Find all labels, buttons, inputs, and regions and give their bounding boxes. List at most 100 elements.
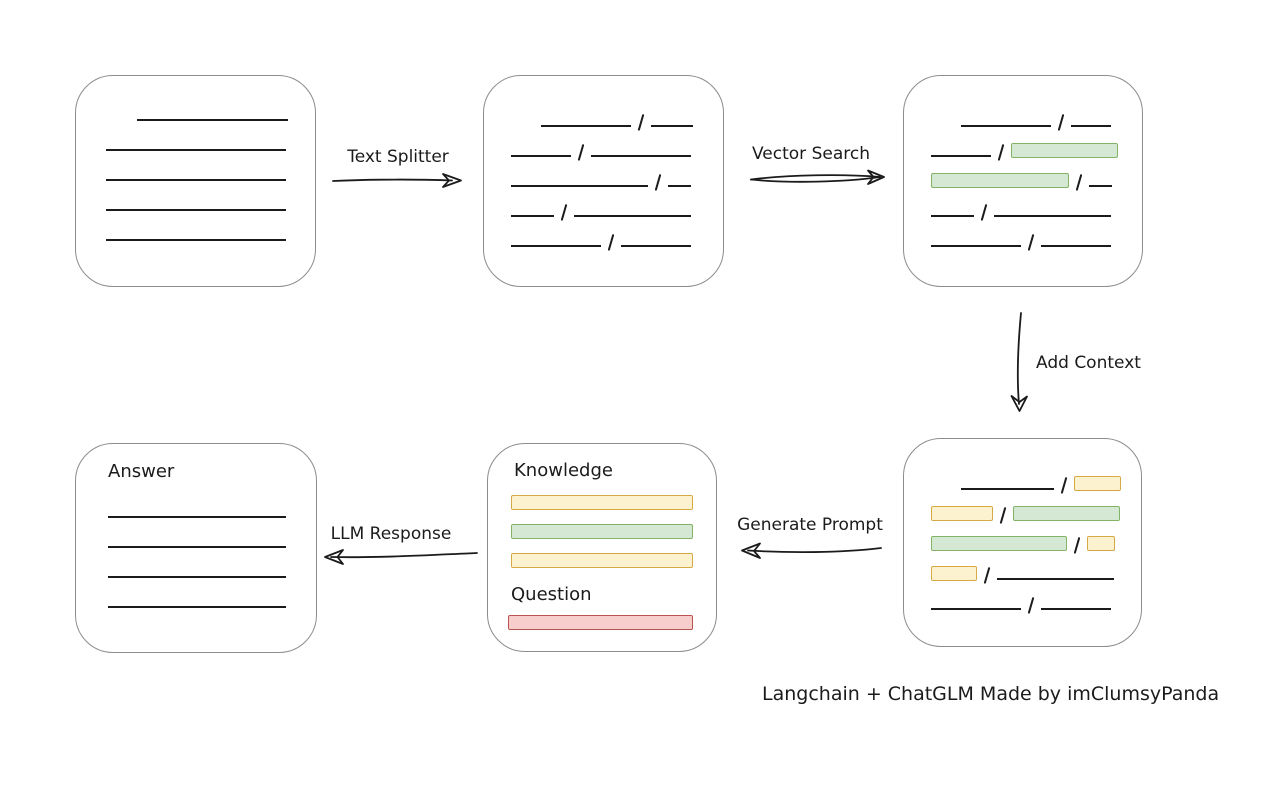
- text-row: [931, 521, 1121, 551]
- add-context-arrow: [1010, 312, 1028, 412]
- slash-separator: [1027, 234, 1036, 251]
- slash-separator: [607, 234, 616, 251]
- knowledge-label: Knowledge: [514, 460, 613, 481]
- text-row: [511, 188, 693, 218]
- text-line: [106, 179, 286, 181]
- text-line: [961, 125, 1051, 127]
- slash-separator: [577, 144, 586, 161]
- green-highlight-bar: [511, 524, 693, 539]
- green-highlight-bar: [931, 536, 1067, 551]
- context-chunks-box: [903, 438, 1142, 647]
- yellow-highlight-bar: [931, 566, 977, 581]
- vector-search-label: Vector Search: [752, 144, 870, 164]
- text-row: [106, 182, 288, 212]
- text-line: [931, 215, 974, 217]
- answer-box: Answer: [75, 443, 317, 653]
- text-row: [508, 602, 693, 630]
- text-line: [511, 185, 648, 187]
- text-line: [997, 578, 1114, 580]
- text-row: [931, 581, 1121, 611]
- text-line: [931, 608, 1021, 610]
- text-row: [511, 539, 693, 568]
- text-line: [108, 516, 286, 518]
- text-line: [108, 606, 286, 608]
- slash-separator: [1060, 477, 1069, 494]
- document-text-rows: [106, 92, 288, 242]
- text-row: [106, 212, 288, 242]
- text-row: [931, 188, 1118, 218]
- text-line: [511, 215, 554, 217]
- red-highlight-bar: [508, 615, 693, 630]
- slash-separator: [637, 114, 646, 131]
- text-row: [931, 128, 1118, 158]
- text-row: [931, 218, 1118, 248]
- text-row: [511, 128, 693, 158]
- text-row: [106, 122, 288, 152]
- yellow-highlight-bar: [1087, 536, 1115, 551]
- slash-separator: [983, 567, 992, 584]
- green-highlight-bar: [1013, 506, 1120, 521]
- text-row: [931, 551, 1121, 581]
- yellow-highlight-bar: [511, 495, 693, 510]
- slash-separator: [654, 174, 663, 191]
- answer-label: Answer: [108, 461, 175, 482]
- text-line: [137, 119, 288, 121]
- text-row: [106, 92, 288, 122]
- text-row: [931, 158, 1118, 188]
- yellow-highlight-bar: [1074, 476, 1121, 491]
- knowledge-bars: [511, 481, 693, 568]
- text-line: [511, 245, 601, 247]
- green-highlight-bar: [931, 173, 1069, 188]
- matched-chunks-box: [903, 75, 1143, 287]
- matched-text-rows: [931, 98, 1118, 248]
- text-line: [106, 149, 286, 151]
- text-row: [108, 549, 286, 579]
- slash-separator: [1075, 174, 1084, 191]
- text-line: [574, 215, 691, 217]
- text-row: [106, 152, 288, 182]
- text-row: [511, 158, 693, 188]
- context-text-rows: [931, 461, 1121, 611]
- text-line: [511, 155, 571, 157]
- text-row: [511, 510, 693, 539]
- text-line: [931, 155, 991, 157]
- llm-response-arrow: [324, 549, 478, 565]
- prompt-box: Knowledge Question: [487, 443, 717, 652]
- text-line: [961, 488, 1054, 490]
- text-line: [1071, 125, 1111, 127]
- slash-separator: [980, 204, 989, 221]
- text-splitter-arrow: [332, 173, 462, 188]
- text-line: [541, 125, 631, 127]
- question-bar: [508, 602, 693, 630]
- slash-separator: [1073, 537, 1082, 554]
- answer-text-rows: [108, 489, 286, 609]
- text-line: [106, 209, 286, 211]
- green-highlight-bar: [1011, 143, 1118, 158]
- text-line: [108, 576, 286, 578]
- text-row: [108, 489, 286, 519]
- text-line: [1041, 245, 1111, 247]
- text-splitter-label: Text Splitter: [347, 147, 449, 167]
- llm-response-label: LLM Response: [330, 524, 452, 544]
- diagram-caption: Langchain + ChatGLM Made by imClumsyPand…: [762, 683, 1220, 705]
- text-line: [108, 546, 286, 548]
- text-line: [931, 245, 1021, 247]
- vector-search-arrow: [750, 169, 885, 185]
- text-line: [668, 185, 691, 187]
- text-line: [591, 155, 691, 157]
- text-row: [511, 98, 693, 128]
- text-line: [106, 239, 286, 241]
- text-row: [931, 491, 1121, 521]
- text-row: [931, 98, 1118, 128]
- yellow-highlight-bar: [931, 506, 993, 521]
- text-row: [931, 461, 1121, 491]
- text-line: [651, 125, 693, 127]
- yellow-highlight-bar: [511, 553, 693, 568]
- slash-separator: [997, 144, 1006, 161]
- split-chunks-box: [483, 75, 724, 287]
- question-label: Question: [511, 584, 592, 605]
- text-row: [511, 218, 693, 248]
- slash-separator: [1027, 597, 1036, 614]
- slash-separator: [999, 507, 1008, 524]
